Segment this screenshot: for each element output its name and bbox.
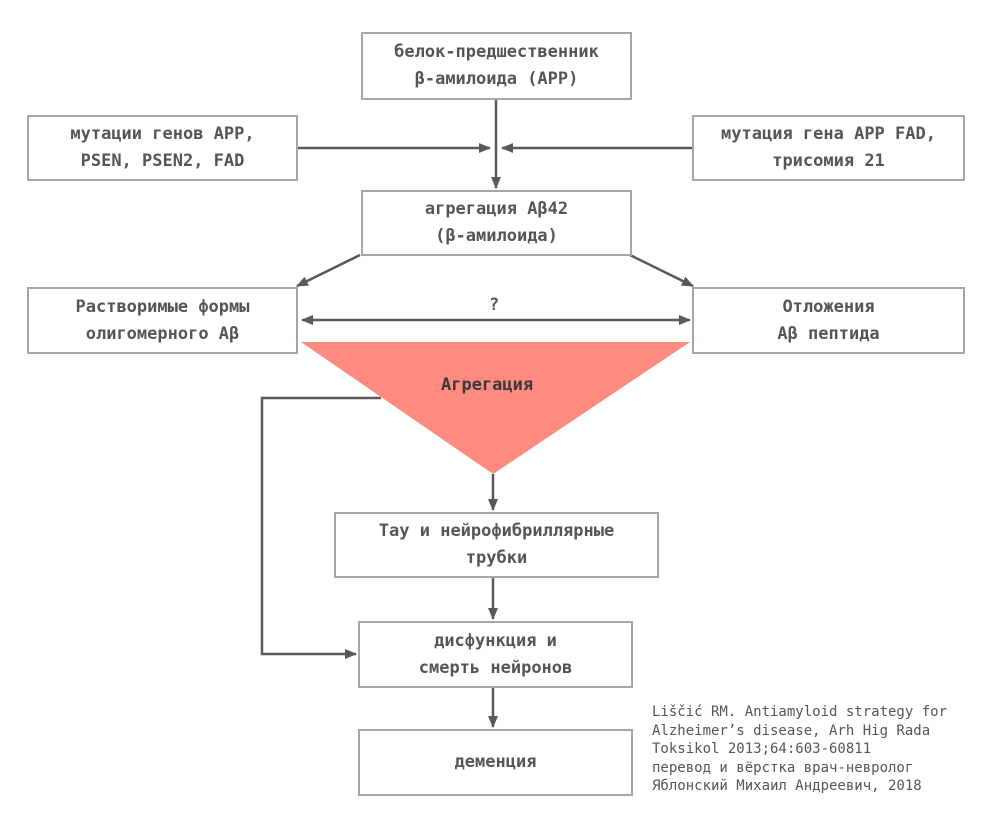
node-tau-line-2: трубки [465, 548, 528, 568]
credits: Liščić RM. Antiamyloid strategy for Alzh… [652, 703, 947, 796]
node-dysfunction-line-1: дисфункция и [434, 630, 557, 651]
node-aggregation-ab42: агрегация Aβ42 (β-амилоида) [361, 190, 632, 256]
arrow-triangle-to-dysfunction [260, 396, 381, 659]
triangle-label: Агрегация [441, 375, 534, 395]
node-dysfunction-line-2: смерть нейронов [418, 657, 573, 678]
node-soluble-forms-line-2: олигомерного Aβ [85, 323, 240, 344]
credits-line-2: Alzheimer’s disease, Arh Hig Rada [652, 722, 931, 739]
node-mutations-left-line-1: мутации генов APP, [70, 124, 255, 144]
node-mutations-left-line-2: PSEN, PSEN2, FAD [80, 151, 245, 171]
node-soluble-forms-line-1: Растворимые формы [75, 296, 250, 317]
node-aggregation-ab42-line-1: агрегация Aβ42 [424, 199, 569, 219]
arrow-aggregation-to-soluble [296, 253, 361, 288]
node-app: белок-предшественник β-амилоида (APP) [361, 32, 632, 100]
node-deposits-line-2: Aβ пептида [777, 323, 880, 344]
node-mutation-right-line-2: трисомия 21 [772, 151, 885, 171]
node-dementia: деменция [358, 729, 633, 796]
credits-line-3: Toksikol 2013;64:603-60811 [652, 741, 872, 757]
node-tau-line-1: Тау и нейрофибриллярные [378, 521, 615, 541]
node-app-line-1: белок-предшественник [394, 42, 599, 62]
node-soluble-forms: Растворимые формы олигомерного Aβ [27, 287, 298, 354]
node-tau: Тау и нейрофибриллярные трубки [334, 512, 659, 578]
node-deposits-line-1: Отложения [782, 296, 875, 317]
arrow-aggregation-to-deposits [629, 253, 694, 288]
node-mutation-right: мутация гена APP FAD, трисомия 21 [692, 115, 965, 181]
credits-line-1: Liščić RM. Antiamyloid strategy for [652, 704, 948, 720]
credits-line-4: перевод и вёрстка врач-невролог [652, 759, 914, 776]
node-dementia-line-1: деменция [454, 752, 537, 772]
node-mutation-right-line-1: мутация гена APP FAD, [721, 124, 936, 144]
node-deposits: Отложения Aβ пептида [692, 287, 965, 354]
credits-line-5: Яблонский Михаил Андреевич, 2018 [652, 778, 922, 794]
node-mutations-left: мутации генов APP, PSEN, PSEN2, FAD [27, 115, 298, 181]
node-app-line-2: β-амилоида (APP) [414, 69, 579, 89]
node-dysfunction: дисфункция и смерть нейронов [358, 621, 633, 688]
question-label: ? [489, 295, 500, 315]
aggregation-triangle [301, 342, 690, 474]
node-aggregation-ab42-line-2: (β-амилоида) [435, 226, 558, 246]
